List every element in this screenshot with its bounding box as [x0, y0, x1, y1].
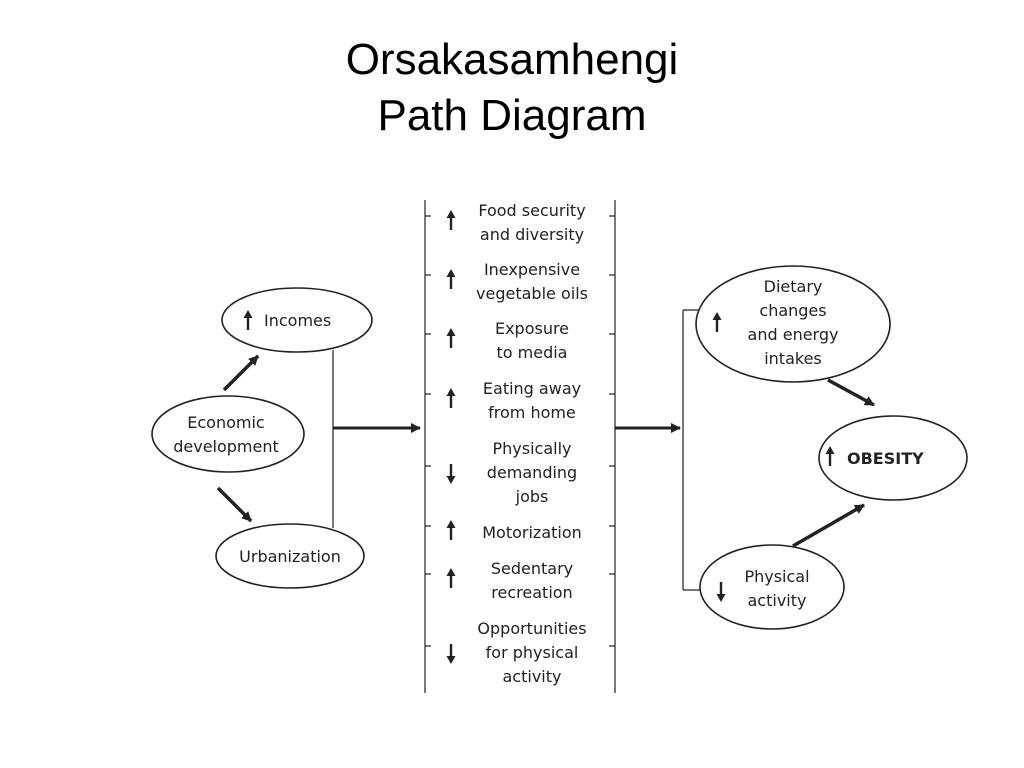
middle-factor-item: Inexpensive vegetable oils	[425, 260, 615, 303]
node-physical-activity: Physical activity	[699, 544, 845, 630]
node-obesity: OBESITY	[818, 415, 968, 501]
up-arrow-icon	[445, 326, 457, 350]
down-arrow-icon	[445, 642, 457, 666]
middle-factor-item: Sedentary recreation	[425, 559, 615, 602]
arrow-economic-to-incomes	[222, 354, 260, 392]
physical-label-line: Physical	[744, 567, 809, 586]
middle-factor-label: and diversity	[480, 225, 584, 244]
dietary-label-line: intakes	[764, 349, 822, 368]
middle-factor-label: Exposure	[495, 319, 569, 338]
up-arrow-icon	[445, 267, 457, 291]
middle-factor-label: Eating away	[483, 379, 581, 398]
middle-factor-label: to media	[497, 343, 568, 362]
middle-factor-label: vegetable oils	[476, 284, 588, 303]
middle-factor-label: for physical	[486, 643, 579, 662]
middle-factor-item: Physically demanding jobs	[425, 439, 615, 506]
middle-factor-item: Opportunities for physical activity	[425, 619, 615, 686]
middle-factor-label: Motorization	[482, 523, 582, 542]
node-economic-development: Economic development	[151, 395, 305, 473]
dietary-label-line: changes	[759, 301, 826, 320]
title-line-1: Orsakasamhengi	[345, 35, 679, 84]
down-arrow-icon	[445, 462, 457, 486]
urbanization-label: Urbanization	[239, 547, 341, 566]
middle-factor-label: from home	[488, 403, 576, 422]
middle-factor-item: Food security and diversity	[425, 201, 615, 244]
incomes-label: Incomes	[264, 311, 331, 330]
node-urbanization: Urbanization	[215, 523, 365, 589]
economic-label-line1: Economic	[187, 413, 264, 432]
middle-factor-item: Eating away from home	[425, 379, 615, 422]
arrow-dietary-to-obesity	[827, 378, 875, 407]
middle-factor-label: Physically	[493, 439, 572, 458]
node-dietary-changes: Dietary changes and energy intakes	[695, 265, 891, 383]
middle-factor-label: Inexpensive	[484, 260, 580, 279]
middle-factor-label: Food security	[478, 201, 585, 220]
middle-factor-label: recreation	[491, 583, 572, 602]
title-line-2: Path Diagram	[377, 91, 647, 140]
slide-title: Orsakasamhengi Path Diagram	[0, 32, 1024, 144]
middle-factor-item: Motorization	[425, 518, 615, 542]
physical-label-line: activity	[748, 591, 807, 610]
obesity-label: OBESITY	[847, 449, 924, 468]
node-incomes: Incomes	[221, 287, 373, 353]
economic-label-line2: development	[173, 437, 279, 456]
arrow-physical-to-obesity	[792, 503, 865, 548]
arrow-economic-to-urbanization	[216, 486, 253, 523]
middle-factor-item: Exposure to media	[425, 319, 615, 362]
up-arrow-icon	[445, 566, 457, 590]
dietary-label-line: Dietary	[764, 277, 823, 296]
middle-factor-label: activity	[503, 667, 562, 686]
up-arrow-icon	[445, 208, 457, 232]
dietary-label-line: and energy	[748, 325, 839, 344]
middle-factor-label: Opportunities	[477, 619, 586, 638]
up-arrow-icon	[445, 386, 457, 410]
middle-factor-label: demanding	[487, 463, 577, 482]
middle-factor-label: Sedentary	[491, 559, 573, 578]
up-arrow-icon	[445, 518, 457, 542]
middle-factor-label: jobs	[515, 487, 549, 506]
